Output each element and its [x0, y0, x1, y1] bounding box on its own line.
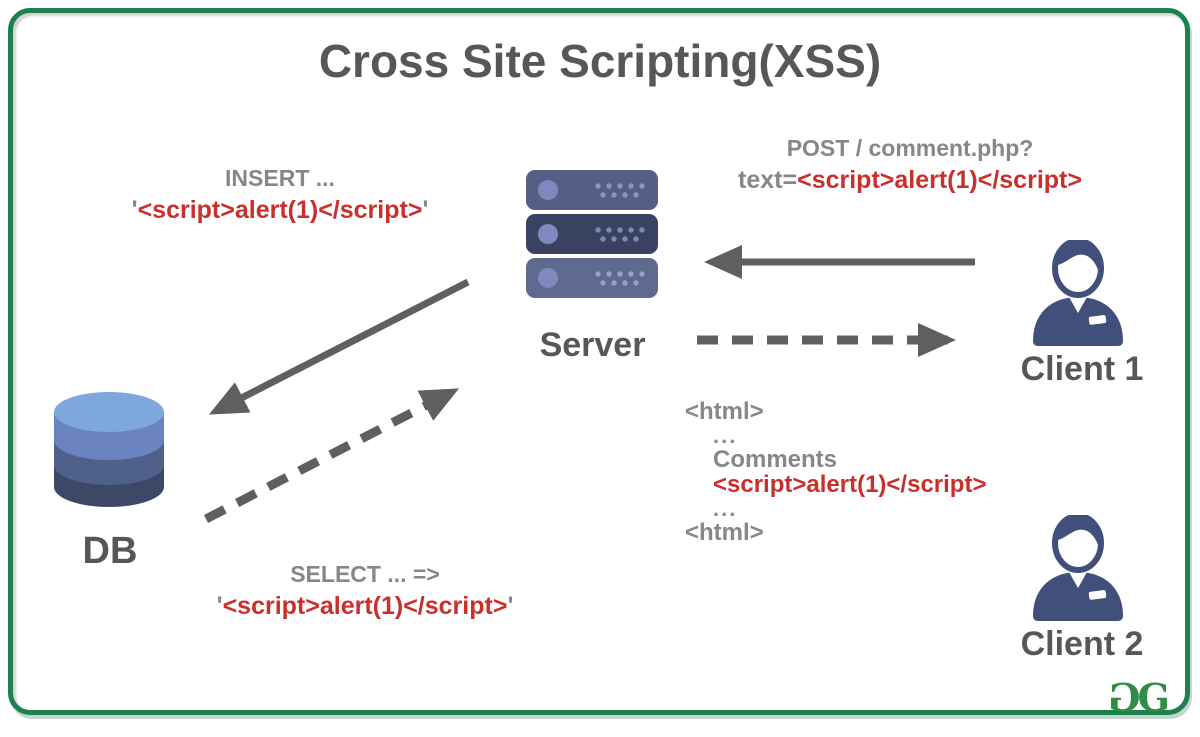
select-quote-close: ' — [507, 591, 514, 620]
server-rack-row-2 — [526, 214, 658, 254]
insert-payload: <script>alert(1)</script> — [137, 195, 423, 224]
logo-g-mirrored: G — [1108, 675, 1141, 720]
client1-person-icon — [1033, 240, 1123, 346]
server-label: Server — [539, 326, 646, 364]
response-payload: <script>alert(1)</script> — [713, 470, 987, 498]
ellipsis-top: ... — [713, 422, 738, 448]
select-payload-line: '<script>alert(1)</script>' — [175, 590, 555, 623]
insert-query-text: INSERT ... — [225, 165, 335, 191]
response-html-annotation: <html> ... Comments <script>alert(1)</sc… — [685, 398, 987, 546]
border-frame — [8, 8, 1190, 715]
comments-text: Comments — [713, 445, 838, 473]
server-icon — [526, 170, 658, 298]
html-open-tag: <html> — [685, 398, 764, 425]
select-quote-open: ' — [216, 591, 223, 620]
client1-label: Client 1 — [1020, 350, 1144, 388]
server-rack-row-1 — [526, 170, 658, 210]
ellipsis-bottom: ... — [713, 495, 738, 521]
client2-person-icon — [1033, 515, 1123, 621]
post-annotation: POST / comment.php? text=<script>alert(1… — [695, 134, 1125, 196]
client2-label: Client 2 — [1020, 625, 1144, 663]
geeksforgeeks-logo: GG — [1108, 675, 1170, 720]
insert-payload-line: '<script>alert(1)</script>' — [90, 194, 470, 227]
insert-annotation: INSERT ... '<script>alert(1)</script>' — [90, 164, 470, 226]
insert-quote-open: ' — [131, 195, 138, 224]
logo-g: G — [1137, 675, 1170, 720]
post-payload-line: text=<script>alert(1)</script> — [695, 164, 1125, 197]
post-param-prefix: text= — [738, 165, 798, 194]
diagram-title: Cross Site Scripting(XSS) — [318, 35, 882, 87]
server-rack-row-3 — [526, 258, 658, 298]
select-query-text: SELECT ... => — [290, 561, 440, 587]
select-annotation: SELECT ... => '<script>alert(1)</script>… — [175, 560, 555, 622]
html-close-tag: <html> — [685, 518, 764, 546]
database-icon — [54, 392, 164, 507]
db-label: DB — [82, 530, 138, 572]
insert-quote-close: ' — [422, 195, 429, 224]
post-payload: <script>alert(1)</script> — [797, 165, 1082, 194]
select-payload: <script>alert(1)</script> — [222, 591, 508, 620]
post-request-text: POST / comment.php? — [786, 135, 1034, 161]
